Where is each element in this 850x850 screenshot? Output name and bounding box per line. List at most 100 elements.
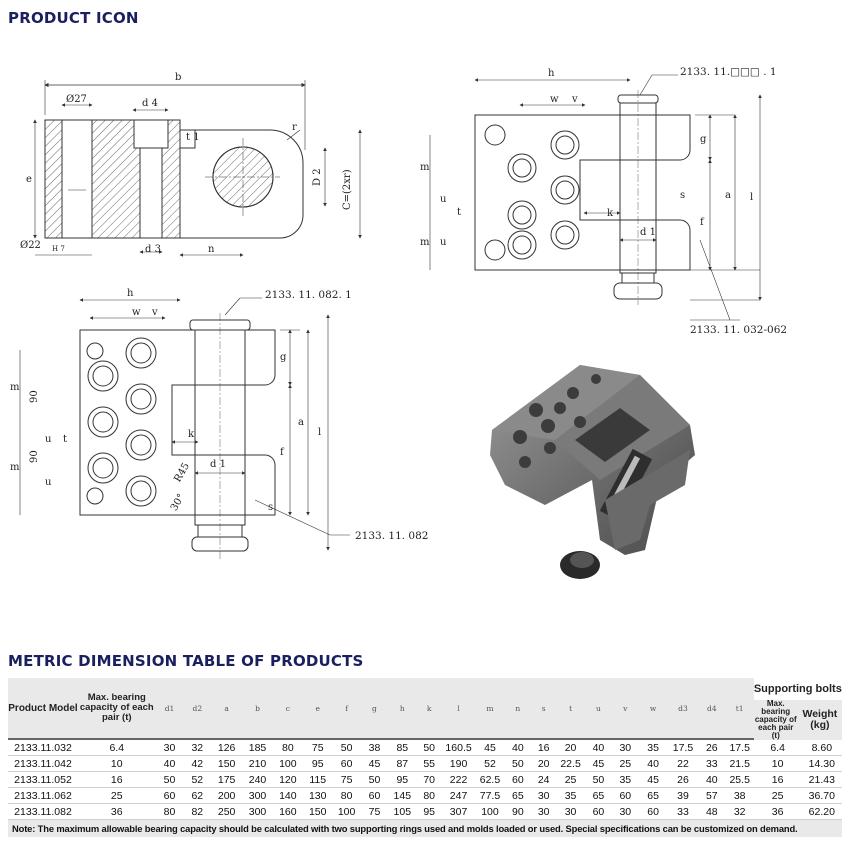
table-cell: 62.5 (475, 771, 505, 788)
table-cell: 130 (302, 787, 333, 804)
table-cell: 75 (302, 738, 333, 756)
dim-s-2: s (680, 190, 685, 201)
dim-g-2: g (700, 134, 707, 145)
th-h: h (388, 678, 417, 739)
table-cell: 25 (556, 771, 585, 788)
th-f: f (332, 678, 361, 739)
dim-a-2: a (725, 190, 731, 201)
dim-u-2a: u (440, 194, 447, 205)
th-d4: d4 (697, 678, 726, 739)
dim-b: b (175, 72, 181, 83)
dim-w-2: w (550, 94, 559, 105)
table-cell: 65 (584, 787, 613, 804)
dim-h-2: h (548, 68, 555, 79)
table-cell: 52 (183, 771, 212, 788)
table-cell: 10 (77, 755, 156, 772)
table-cell: 45 (475, 738, 505, 756)
table-cell: 50 (584, 771, 613, 788)
supporting-bolts-title: Supporting bolts (753, 678, 842, 700)
table-cell: 6.4 (753, 738, 802, 756)
table-cell: 62.20 (801, 803, 842, 820)
dim-d1-3: d 1 (210, 459, 226, 470)
table-cell: 222 (442, 771, 476, 788)
table-cell: 240 (242, 771, 273, 788)
th-k: k (416, 678, 443, 739)
dim-g-3: g (280, 352, 287, 363)
table-cell: 70 (416, 771, 443, 788)
table-cell: 150 (302, 803, 333, 820)
dim-h-3: h (127, 288, 134, 299)
table-cell: 160 (272, 803, 303, 820)
table-cell: 14.30 (801, 755, 842, 772)
table-cell: 30 (530, 803, 557, 820)
table-cell: 40 (638, 755, 669, 772)
table-cell: 50 (360, 771, 389, 788)
dim-a-3: a (298, 417, 304, 428)
table-cell: 75 (360, 803, 389, 820)
table-cell: 95 (416, 803, 443, 820)
dim-t-3: t (63, 434, 67, 445)
table-cell: 140 (272, 787, 303, 804)
cell-model: 2133.11.082 (8, 803, 78, 820)
table-cell: 20 (556, 738, 585, 756)
th-capacity: Max. bearing capacity of each pair (t) (77, 678, 156, 739)
table-cell: 60 (504, 771, 531, 788)
table-cell: 100 (475, 803, 505, 820)
dim-t1: t 1 (186, 132, 200, 143)
table-cell: 36.70 (801, 787, 842, 804)
th-u: u (584, 678, 613, 739)
dim-30deg: 30° (169, 492, 187, 513)
dim-v-2: v (571, 94, 578, 105)
table-cell: 25.5 (725, 771, 754, 788)
table-header-row: Product Model Max. bearing capacity of e… (8, 678, 842, 740)
dim-h7: H 7 (52, 245, 65, 253)
table-cell: 33 (668, 803, 698, 820)
dim-e: e (26, 174, 32, 185)
dim-m-2a: m (420, 162, 430, 173)
table-cell: 35 (612, 771, 639, 788)
th-t: t (556, 678, 585, 739)
cell-model: 2133.11.042 (8, 755, 78, 772)
th-b: b (242, 678, 273, 739)
cell-model: 2133.11.062 (8, 787, 78, 804)
dim-k-3: k (188, 429, 195, 440)
table-cell: 60 (155, 787, 184, 804)
table-cell: 60 (332, 755, 361, 772)
table-cell: 60 (360, 787, 389, 804)
top-view-drawing: h w v 2133. 11.□□□ . 1 m m u u t k d 1 (420, 66, 787, 336)
th-g: g (360, 678, 389, 739)
th-model: Product Model (8, 678, 78, 739)
dim-d2: D 2 (312, 168, 323, 186)
dim-l-3: l (318, 427, 321, 438)
table-cell: 22.5 (556, 755, 585, 772)
table-cell: 65 (504, 787, 531, 804)
table-cell: 100 (332, 803, 361, 820)
table-cell: 21.5 (725, 755, 754, 772)
table-cell: 200 (211, 787, 243, 804)
th-w: w (638, 678, 669, 739)
dim-90-a: 90 (29, 390, 40, 403)
dim-u-2b: u (440, 237, 447, 248)
table-cell: 50 (332, 738, 361, 756)
table-cell: 21.43 (801, 771, 842, 788)
table-cell: 8.60 (801, 738, 842, 756)
table-cell: 30 (612, 738, 639, 756)
dim-n: n (208, 244, 215, 255)
th-m: m (475, 678, 505, 739)
th-d2: d2 (183, 678, 212, 739)
th-t1: t1 (725, 678, 754, 739)
table-cell: 175 (211, 771, 243, 788)
metric-dimension-table: Product Model Max. bearing capacity of e… (8, 678, 842, 837)
product-3d-render (490, 365, 695, 579)
table-cell: 160.5 (442, 738, 476, 756)
table-cell: 55 (416, 755, 443, 772)
table-cell: 90 (504, 803, 531, 820)
table-cell: 17.5 (725, 738, 754, 756)
table-cell: 82 (183, 803, 212, 820)
table-cell: 185 (242, 738, 273, 756)
ref-label-4: 2133. 11. 082 (355, 530, 428, 542)
dim-f-2: f (700, 217, 705, 228)
